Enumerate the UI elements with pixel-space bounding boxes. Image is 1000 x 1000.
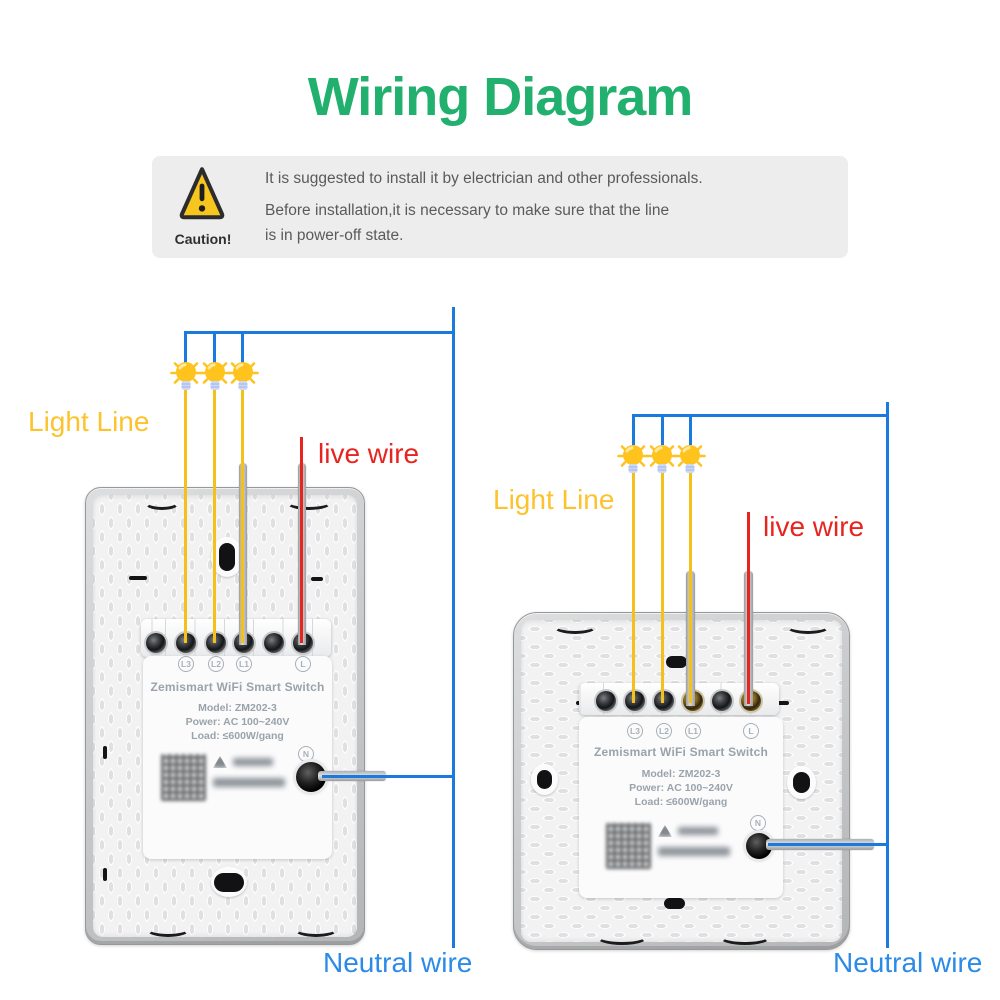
mount-notch [144, 495, 180, 510]
light-line-wire-l1 [241, 390, 244, 643]
light-bulb-icon [227, 362, 259, 390]
product-label-panel: L3 L2 L1 L Zemismart WiFi Smart Switch M… [143, 656, 332, 859]
model-text: Model: ZM202-3 [641, 768, 721, 780]
load-text: Load: ≤600W/gang [191, 730, 284, 742]
neutral-wire-label: Neutral wire [323, 947, 473, 978]
terminal-label-n: N [750, 815, 766, 831]
mount-notch [286, 495, 332, 510]
blurred-label-mark [658, 825, 672, 837]
power-text: Power: AC 100~240V [629, 782, 733, 794]
light-bulb-icon [170, 362, 202, 390]
lamp-drop-wire [213, 331, 216, 363]
neutral-bus-wire [184, 331, 455, 334]
terminal-screw [146, 633, 166, 653]
power-text: Power: AC 100~240V [185, 716, 290, 728]
marking-dash [103, 746, 107, 759]
light-bulb-icon [674, 445, 706, 473]
terminal-screw-l2 [206, 633, 226, 653]
terminal-label-l2: L2 [208, 656, 224, 672]
terminal-screw-l2 [654, 691, 674, 711]
light-bulb-icon [199, 362, 231, 390]
blurred-label-text [678, 827, 718, 835]
mount-hole [793, 772, 810, 793]
light-bulb-icon [617, 445, 649, 473]
mount-notch [553, 619, 597, 634]
blurred-label-text [213, 778, 285, 787]
terminal-screw [596, 691, 616, 711]
warning-triangle-icon [179, 167, 225, 220]
light-line-wire-l2 [213, 390, 216, 643]
caution-line-2: Before installation,it is necessary to m… [265, 202, 670, 244]
mount-hole [666, 656, 687, 668]
mount-hole [219, 543, 235, 571]
terminal-screw [264, 633, 284, 653]
blurred-label-text [233, 758, 273, 766]
mount-notch [596, 929, 648, 945]
qr-code [161, 754, 206, 801]
brand-text: Zemismart WiFi Smart Switch [594, 745, 768, 759]
mount-notch [719, 929, 771, 945]
lamp-drop-wire [241, 331, 244, 363]
light-line-wire-l2 [661, 473, 664, 703]
page-title: Wiring Diagram [307, 67, 694, 127]
live-wire [300, 437, 303, 643]
terminal-label-l1: L1 [236, 656, 252, 672]
marking-dash [103, 868, 107, 881]
mount-hole [664, 898, 685, 909]
light-bulb-icon [646, 445, 678, 473]
terminal-label-l: L [295, 656, 311, 672]
caution-label: Caution! [174, 231, 232, 247]
neutral-return-wire [452, 307, 455, 948]
qr-code [606, 823, 651, 869]
mount-hole [537, 770, 552, 789]
marking-dash [776, 701, 789, 705]
caution-box [152, 156, 848, 258]
lamp-drop-wire [184, 331, 187, 363]
terminal-label-n: N [298, 746, 314, 762]
product-label-panel: L3 L2 L1 L Zemismart WiFi Smart Switch M… [579, 717, 783, 898]
terminal-label-l2: L2 [656, 723, 672, 739]
caution-text: It is suggested to install it by electri… [265, 166, 835, 248]
live-wire-label: live wire [318, 438, 420, 469]
terminal-label-l: L [743, 723, 759, 739]
mount-notch [146, 922, 190, 937]
live-wire-label: live wire [763, 511, 865, 542]
terminal-screw [712, 691, 732, 711]
brand-text: Zemismart WiFi Smart Switch [150, 680, 325, 694]
lamp-drop-wire [689, 414, 692, 445]
terminal-label-l3: L3 [627, 723, 643, 739]
terminal-label-l3: L3 [178, 656, 194, 672]
live-wire [747, 512, 750, 704]
load-text: Load: ≤600W/gang [634, 796, 728, 808]
mount-notch [786, 619, 830, 634]
caution-line-1: It is suggested to install it by electri… [265, 170, 703, 187]
marking-dash [311, 577, 323, 581]
us-switch-body: L3 L2 L1 L Zemismart WiFi Smart Switch M… [85, 487, 365, 945]
neutral-return-wire [886, 402, 889, 948]
mount-notch [294, 922, 338, 937]
marking-dash [129, 576, 147, 580]
light-line-label: Light Line [28, 406, 150, 437]
eu-switch-body: L3 L2 L1 L Zemismart WiFi Smart Switch M… [513, 612, 850, 950]
terminal-screw-l3 [176, 633, 196, 653]
light-line-wire-l3 [184, 390, 187, 643]
light-line-wire-l1 [689, 473, 692, 703]
light-line-label: Light Line [493, 484, 615, 515]
terminal-screw-l3 [625, 691, 645, 711]
neutral-bus-wire [632, 414, 889, 417]
blurred-label-mark [213, 756, 227, 768]
terminal-label-l1: L1 [685, 723, 701, 739]
lamp-drop-wire [632, 414, 635, 445]
neutral-wire [768, 843, 889, 846]
lamp-drop-wire [661, 414, 664, 445]
model-text: Model: ZM202-3 [198, 702, 277, 714]
light-line-wire-l3 [632, 473, 635, 703]
neutral-wire [322, 775, 455, 778]
mount-hole [214, 873, 244, 892]
neutral-wire-label: Neutral wire [833, 947, 983, 978]
blurred-label-text [658, 847, 730, 856]
